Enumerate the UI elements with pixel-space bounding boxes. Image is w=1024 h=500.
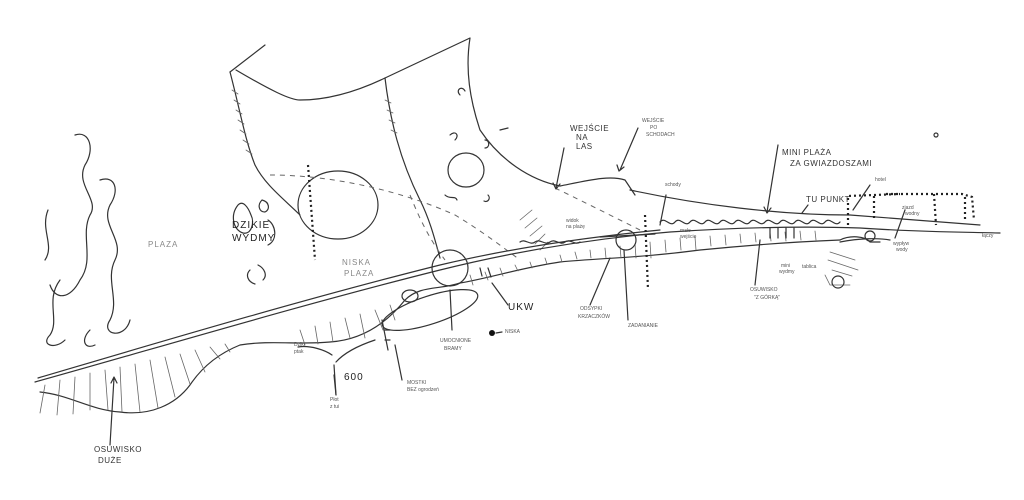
- label-niska: NISKA: [505, 329, 521, 335]
- label-wejscie-las: WEJŚCIE: [570, 124, 609, 133]
- label-wyplyw-2: wody: [896, 247, 908, 253]
- coastline: [34, 177, 1001, 383]
- vegetation-chain: [519, 219, 841, 244]
- label-plot: Płot: [330, 397, 339, 403]
- label-wejscie-las-3: LAS: [576, 142, 593, 151]
- labels: PLAZA DZIKIE WYDMY NISKA PLAZA WEJŚCIE N…: [94, 116, 994, 465]
- label-osuwisko-duze: OSUWISKO: [94, 445, 142, 454]
- misc-marks: [333, 132, 939, 396]
- label-osuwisko-gorka: OSUWISKO: [750, 287, 778, 293]
- label-niska-plaza-2: PLAZA: [344, 269, 374, 278]
- label-mostki: MOSTKI: [407, 380, 426, 386]
- label-osuwisko-duze-2: DUŻE: [98, 456, 122, 465]
- label-dziki-ptak-2: ptak: [294, 349, 304, 355]
- label-ukw: UKW: [508, 302, 534, 313]
- label-schody: schody: [665, 182, 681, 188]
- label-zjazd: zjazd: [902, 205, 914, 211]
- label-odsypki: ODSYPKI: [580, 306, 602, 312]
- label-wejscie-schody-2: PO: [650, 125, 657, 131]
- label-niska-plaza: NISKA: [342, 258, 371, 267]
- label-mini-plaza: MINI PLAŻA: [782, 148, 832, 157]
- cliff-hatching: [39, 164, 841, 416]
- label-male-2: wejście: [680, 234, 697, 240]
- label-600: 600: [344, 372, 364, 383]
- upper-cliff-form: [229, 37, 641, 261]
- label-dzikie-wydmy: DZIKIE: [232, 220, 270, 231]
- zadanianie-circle: [615, 229, 637, 251]
- label-widok-2: na plażę: [566, 224, 585, 230]
- label-tu-punkt: TU PUNKT: [806, 195, 850, 204]
- label-umocnione-bramy-2: BRAMY: [444, 346, 462, 352]
- label-plaza: PLAZA: [148, 240, 178, 249]
- niska-point: [489, 330, 495, 336]
- label-widok: widok: [566, 218, 579, 224]
- label-mini: mini: [781, 263, 790, 269]
- property-outlines: [824, 192, 976, 289]
- label-laczy: łączy: [982, 233, 994, 239]
- label-wyplyw: wypływ: [893, 241, 910, 247]
- wild-dunes: [232, 199, 276, 285]
- label-zadanianie: ZADANIANIE: [628, 323, 659, 329]
- small-pond: [447, 152, 485, 188]
- circle-marker: [401, 289, 419, 303]
- gate-circle: [431, 249, 469, 287]
- label-male: małe: [680, 228, 691, 234]
- dune-lines: [44, 133, 131, 347]
- label-odsypki-2: KRZACZKÓW: [578, 313, 610, 320]
- label-wejscie-schody: WEJŚCIE: [642, 116, 665, 124]
- label-plot-2: z tui: [330, 404, 339, 410]
- label-wejscie-schody-3: SCHODACH: [646, 132, 675, 138]
- large-pond: [297, 170, 379, 240]
- label-wejscie-las-2: NA: [576, 133, 588, 142]
- label-umocnione-bramy: UMOCNIONE: [440, 338, 472, 344]
- label-zjazd-2: wodny: [905, 211, 920, 217]
- label-dziki-ptak: Dziki: [294, 342, 305, 348]
- label-hotel: hotel: [875, 177, 886, 183]
- label-mini-2: wydmy: [779, 269, 795, 275]
- low-beach-patch: [381, 289, 479, 331]
- label-osuwisko-gorka-2: "Z GÓRKĄ": [754, 294, 780, 301]
- label-dzikie-wydmy-2: WYDMY: [232, 233, 275, 244]
- leader-lines: [109, 127, 906, 446]
- label-mini-plaza-2: ZA GWIAZDOSZAMI: [790, 159, 872, 168]
- label-mostki-2: BEZ ogrodzeń: [407, 387, 439, 393]
- label-tablica: tablica: [802, 264, 817, 270]
